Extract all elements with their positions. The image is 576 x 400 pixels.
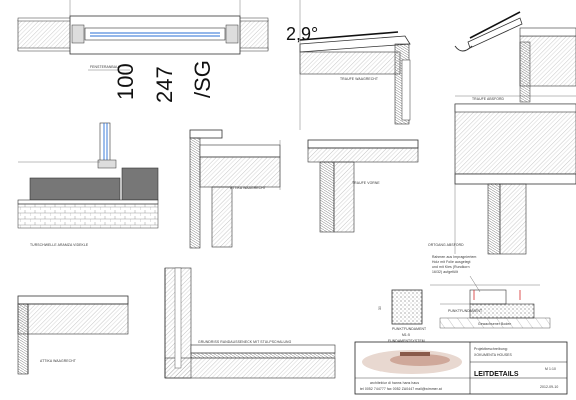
- label-traufe-rinne: TRAUFE ABSFORD: [472, 97, 505, 101]
- note-line-4: 16/32) aufgefüllt: [432, 270, 458, 274]
- overlay-number-2: 247: [152, 66, 177, 103]
- note-line-1: Rahmen aus Impragniertem: [432, 255, 477, 259]
- firm-line-2: tel 0052 744777 fax 0052 ZA0447 mail@wim…: [360, 387, 442, 391]
- detail-attika-1: ATTIKA WAAGRECHT: [189, 129, 281, 249]
- projekt-label: Projektbeschreibung:: [474, 347, 508, 351]
- svg-text:30: 30: [378, 306, 382, 310]
- overlay-number-3: /SG: [190, 60, 215, 98]
- overlay-number-1: 100: [113, 63, 138, 100]
- label-punktfundament-scale: M1:5: [402, 333, 410, 337]
- detail-traufe-vorne: TRAUFE VORNE: [307, 139, 419, 233]
- label-gewachsener-boden: Gewachsener Boden: [478, 322, 511, 326]
- label-punktfundament: PUNKTFUNDAMENT: [392, 327, 426, 331]
- label-attika-1: ATTIKA WAAGRECHT: [230, 186, 266, 190]
- detail-attika-2: ATTIKA WAAGRECHT: [17, 295, 129, 375]
- label-tuerschwelle: TURSCHWELLE ARAMZA VIDEKLE: [30, 243, 89, 247]
- projekt-name: XOKUMENTA HOUSES: [474, 353, 513, 357]
- detail-tuerschwelle: TURSCHWELLE ARAMZA VIDEKLE: [17, 122, 159, 247]
- label-attika-2: ATTIKA WAAGRECHT: [40, 359, 76, 363]
- label-fundamentsystem: FUNDAMENTSYSTEM: [388, 339, 425, 343]
- scale-label: M 1:10: [545, 367, 556, 371]
- label-fensteranbau: FENSTERANBAU: [90, 65, 119, 69]
- label-punktfundament-right: PUNKTFUNDAMENT: [448, 309, 482, 313]
- detail-fensteranbau: FENSTERANBAU: [17, 0, 269, 71]
- firm-logo: [362, 350, 462, 374]
- detail-punktfundament: 30 PUNKTFUNDAMENT M1:5 FUNDAMENTSYSTEM R…: [378, 255, 551, 343]
- detail-traufe-rinne: TRAUFE ABSFORD: [454, 11, 576, 103]
- label-grundriss: GRUNDRISS RANDAUSSENECK MIT STULPSCHALUN…: [198, 340, 292, 344]
- detail-ortgang: ORTGANG ABSFORD: [428, 103, 576, 255]
- sheet-title: LEITDETAILS: [474, 371, 519, 378]
- label-ortgang: ORTGANG ABSFORD: [428, 243, 464, 247]
- angle-label: 2,9°: [286, 24, 318, 44]
- note-line-3: und mit Kies (Rundkorn: [432, 265, 470, 269]
- label-traufe-waagrecht: TRAUFE WAAGRECHT: [340, 77, 378, 81]
- detail-traufe-waagrecht: 2,9° TRAUFE WAAGRECHT: [286, 0, 411, 130]
- note-line-2: Holz mit Folie ausgelegt: [432, 260, 471, 264]
- sheet-date: 2012-09-10: [540, 385, 558, 389]
- overlay-numbers: 100 247 /SG: [113, 60, 215, 103]
- detail-grundriss: GRUNDRISS RANDAUSSENECK MIT STULPSCHALUN…: [164, 267, 336, 379]
- firm-line-1: architektur di hanns hans haus: [370, 381, 419, 385]
- label-traufe-vorne: TRAUFE VORNE: [352, 181, 380, 185]
- title-block: architektur di hanns hans haus tel 0052 …: [354, 341, 568, 395]
